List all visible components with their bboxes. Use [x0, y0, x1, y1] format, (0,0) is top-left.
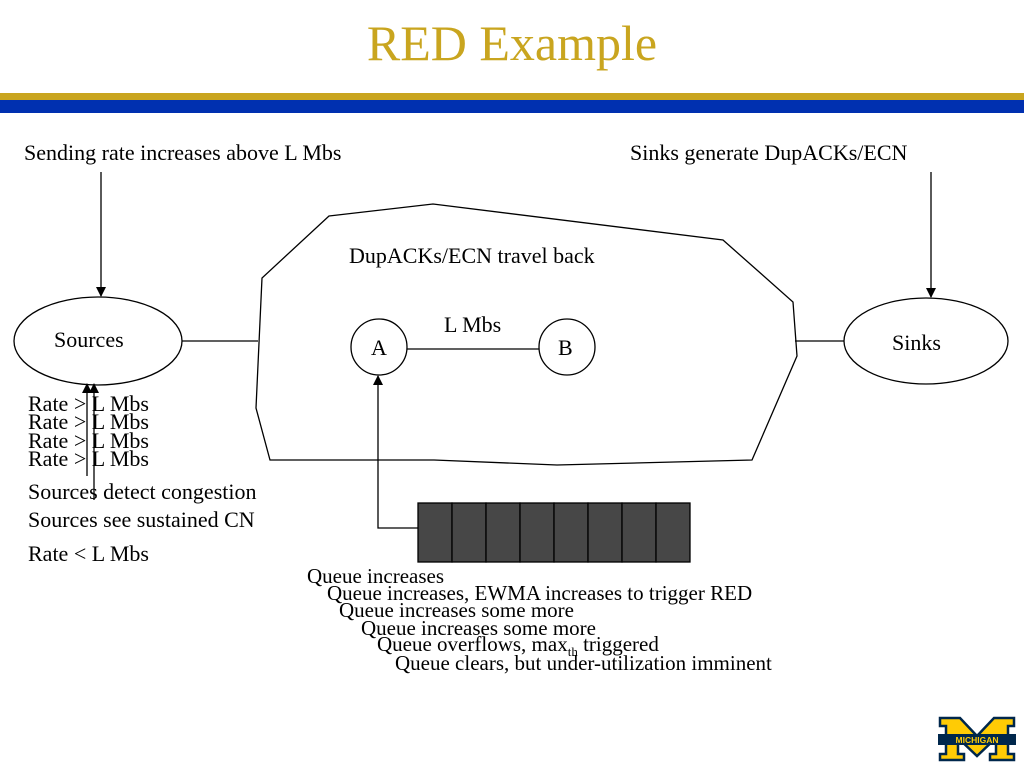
rate-line-4: Rate > L Mbs [28, 446, 149, 471]
sources-sustained-label: Sources see sustained CN [28, 507, 255, 532]
svg-text:MICHIGAN: MICHIGAN [956, 735, 999, 745]
queue-slot [485, 502, 521, 563]
queue-event-4: Queue increases some more [361, 616, 596, 640]
router-b-label: B [558, 335, 573, 360]
queue-slot [451, 502, 487, 563]
queue-event-5: Queue overflows, maxth triggered [377, 632, 659, 660]
queue-event-3: Queue increases some more [339, 598, 574, 622]
queue-to-a-arrow [373, 375, 418, 529]
sending-rate-label: Sending rate increases above L Mbs [24, 140, 342, 165]
link-capacity-label: L Mbs [444, 312, 502, 337]
queue-slot [519, 502, 555, 563]
travel-back-label: DupACKs/ECN travel back [349, 243, 595, 268]
queue-slot [655, 502, 691, 563]
queue-slot [553, 502, 589, 563]
title-divider-blue [0, 100, 1024, 113]
queue-slot [621, 502, 657, 563]
sources-detect-label: Sources detect congestion [28, 479, 257, 504]
queue-event-1: Queue increases [307, 564, 445, 588]
queue-slot [587, 502, 623, 563]
rate-line-2: Rate > L Mbs [28, 409, 149, 434]
title-divider-gold [0, 93, 1024, 100]
sinks-generate-label: Sinks generate DupACKs/ECN [630, 140, 908, 165]
queue-slot [417, 502, 453, 563]
michigan-logo: MICHIGAN [938, 716, 1016, 762]
queue-event-2: Queue increases, EWMA increases to trigg… [327, 581, 753, 605]
rate-line-1: Rate > L Mbs [28, 391, 149, 416]
sources-label: Sources [54, 327, 124, 352]
router-b [538, 318, 596, 376]
router-a-label: A [371, 335, 387, 360]
rate-below-label: Rate < L Mbs [28, 541, 149, 566]
queue-buffer [417, 502, 691, 563]
network-cloud [255, 203, 798, 466]
queue-event-6: Queue clears, but under-utilization immi… [395, 651, 772, 675]
sinks-label: Sinks [892, 330, 941, 355]
slide-title: RED Example [366, 15, 658, 71]
rate-line-3: Rate > L Mbs [28, 428, 149, 453]
